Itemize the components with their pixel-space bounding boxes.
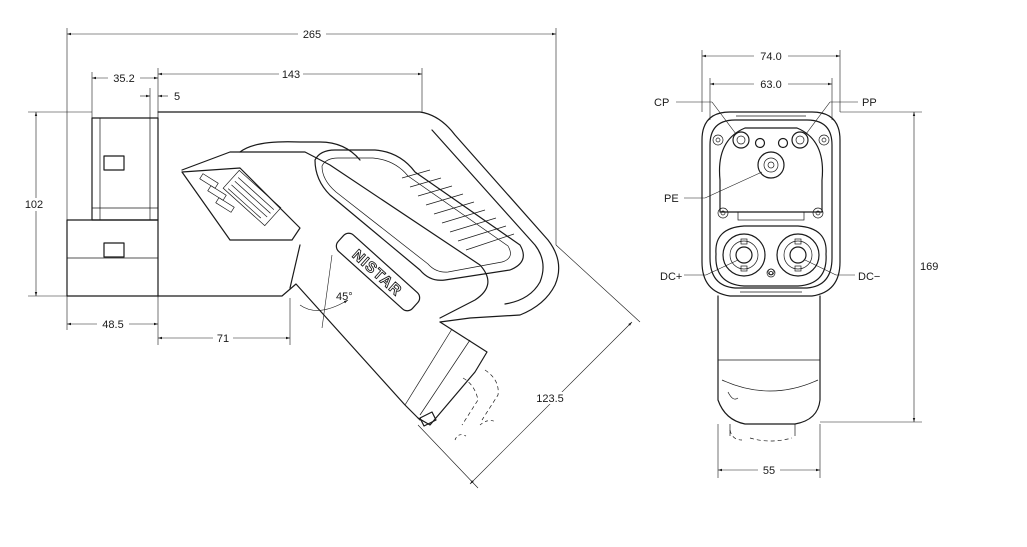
latch-window-lower — [103, 242, 125, 258]
label-pp: PP — [862, 97, 877, 109]
plug-head — [66, 112, 159, 298]
dim-5: 5 — [174, 91, 180, 103]
dim-123-5: 123.5 — [536, 393, 564, 405]
cp-pin — [732, 131, 750, 149]
side-view: NISTAR 265 35.2 — [22, 28, 641, 489]
rating-label — [222, 169, 282, 227]
pp-pin — [791, 131, 809, 149]
dc-plus-pin — [722, 233, 766, 277]
label-cp: CP — [654, 97, 669, 109]
dim-45-degrees: 45° — [336, 291, 353, 303]
dim-71: 71 — [217, 333, 229, 345]
latch-window-upper — [103, 155, 125, 171]
front-handle — [717, 295, 821, 442]
front-dimensions: 74.0 63.0 169 55 — [701, 50, 942, 478]
front-view: CP PP PE DC+ DC− 74.0 — [654, 50, 942, 478]
dim-35-2: 35.2 — [113, 73, 134, 85]
dim-169: 169 — [920, 261, 938, 273]
label-dc-minus: DC− — [858, 271, 880, 283]
side-dimensions: 265 35.2 143 5 102 — [22, 28, 641, 489]
connector-face — [701, 111, 841, 297]
pe-pin — [757, 151, 785, 179]
dim-265: 265 — [303, 29, 321, 41]
handle-body: NISTAR — [157, 111, 560, 441]
dim-74: 74.0 — [760, 51, 781, 63]
dim-63: 63.0 — [760, 79, 781, 91]
brand-logo: NISTAR — [349, 246, 406, 299]
label-dc-plus: DC+ — [660, 271, 682, 283]
dim-55: 55 — [763, 465, 775, 477]
dim-143: 143 — [282, 69, 300, 81]
label-pe: PE — [664, 193, 679, 205]
dc-minus-pin — [776, 233, 820, 277]
pin-labels: CP PP PE DC+ DC− — [654, 97, 880, 283]
mounting-screws — [712, 134, 830, 278]
dim-102: 102 — [25, 199, 43, 211]
dim-48-5: 48.5 — [102, 319, 123, 331]
